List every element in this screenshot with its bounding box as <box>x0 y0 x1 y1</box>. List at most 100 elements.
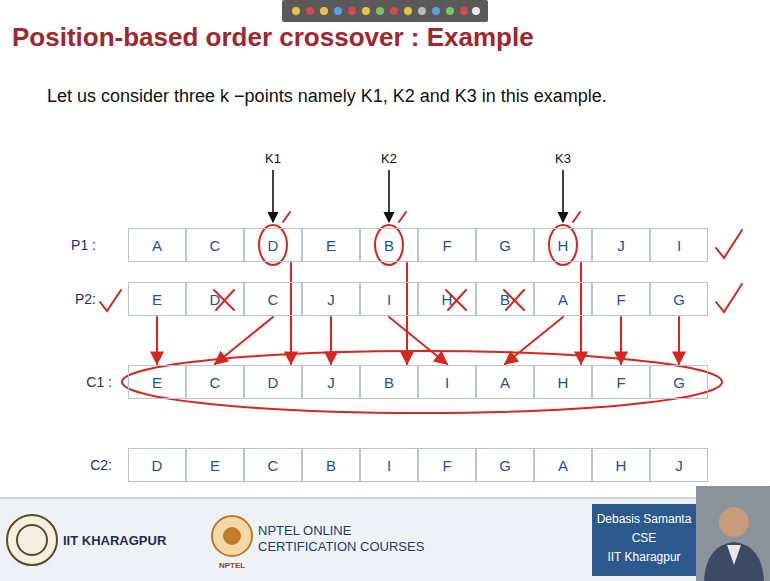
presenter-name: Debasis Samanta <box>597 512 692 526</box>
gene-cell: J <box>302 282 360 316</box>
gene-cell: G <box>650 365 708 399</box>
gene-cell: I <box>650 228 708 262</box>
gene-cell: F <box>592 282 650 316</box>
hand-arrow <box>678 317 680 364</box>
gene-cell: C <box>244 282 302 316</box>
gene-label: H <box>616 457 627 474</box>
gene-label: I <box>387 291 391 308</box>
gene-cell: D <box>128 448 186 482</box>
row-label: P1 : <box>71 237 96 253</box>
gene-label: J <box>327 374 335 391</box>
gene-cell: I <box>418 365 476 399</box>
presenter-dept: CSE <box>632 531 657 545</box>
gene-cell: A <box>534 282 592 316</box>
gene-cell: E <box>302 228 360 262</box>
gene-cell: I <box>360 448 418 482</box>
gene-label: B <box>326 457 336 474</box>
hand-arrow <box>156 317 158 364</box>
gene-label: G <box>499 237 511 254</box>
presenter-institute: IIT Kharagpur <box>607 550 680 564</box>
gene-label: I <box>445 374 449 391</box>
toolbar <box>282 0 488 22</box>
gene-label: G <box>673 374 685 391</box>
gene-cell: H <box>534 365 592 399</box>
hand-annotations <box>100 212 742 413</box>
gene-label: B <box>384 237 394 254</box>
gene-label: I <box>677 237 681 254</box>
gene-label: C <box>210 374 221 391</box>
gene-label: A <box>558 457 568 474</box>
gene-label: H <box>442 291 453 308</box>
footer-band <box>0 486 770 581</box>
gene-cell: F <box>418 228 476 262</box>
gene-label: E <box>152 374 162 391</box>
gene-cell: C <box>244 448 302 482</box>
row-label: P2: <box>75 291 96 307</box>
gene-label: A <box>500 374 510 391</box>
gene-cell: B <box>476 282 534 316</box>
gene-cell: H <box>592 448 650 482</box>
gene-label: C <box>268 457 279 474</box>
gene-cell: E <box>128 282 186 316</box>
k-point-label: K2 <box>381 151 397 166</box>
gene-label: F <box>616 374 625 391</box>
gene-cell: J <box>302 365 360 399</box>
gene-cell: C <box>186 228 244 262</box>
gene-cell: D <box>244 365 302 399</box>
hand-arrow <box>505 317 563 364</box>
gene-cell: J <box>592 228 650 262</box>
gene-label: D <box>152 457 163 474</box>
gene-label: G <box>673 291 685 308</box>
gene-cell: F <box>418 448 476 482</box>
gene-label: J <box>617 237 625 254</box>
row-label: C2: <box>90 457 112 473</box>
gene-label: F <box>442 457 451 474</box>
gene-label: J <box>327 291 335 308</box>
gene-label: F <box>616 291 625 308</box>
k-point-label: K3 <box>555 151 571 166</box>
gene-label: C <box>268 291 279 308</box>
gene-label: G <box>499 457 511 474</box>
intro-text: Let us consider three k −points namely K… <box>47 86 607 107</box>
gene-label: J <box>675 457 683 474</box>
hand-arrow <box>290 263 292 364</box>
hand-arrow <box>215 317 273 364</box>
gene-cell: A <box>476 365 534 399</box>
gene-cell: E <box>128 365 186 399</box>
gene-label: E <box>152 291 162 308</box>
logo-text: NPTEL <box>219 561 245 570</box>
gene-label: D <box>210 291 221 308</box>
gene-cell: F <box>592 365 650 399</box>
k-point-arrows <box>273 170 563 222</box>
gene-cell: G <box>650 282 708 316</box>
gene-label: E <box>210 457 220 474</box>
gene-cell: B <box>302 448 360 482</box>
gene-label: F <box>442 237 451 254</box>
gene-label: H <box>558 237 569 254</box>
gene-label: H <box>558 374 569 391</box>
gene-label: B <box>384 374 394 391</box>
gene-cell: E <box>186 448 244 482</box>
gene-cell: G <box>476 228 534 262</box>
gene-cell: A <box>534 448 592 482</box>
hand-arrow <box>580 263 582 364</box>
gene-cell: B <box>360 365 418 399</box>
hand-arrow <box>406 263 408 364</box>
gene-label: D <box>268 237 279 254</box>
k-point-label: K1 <box>265 151 281 166</box>
gene-cell: G <box>476 448 534 482</box>
gene-label: E <box>326 237 336 254</box>
gene-cell: J <box>650 448 708 482</box>
gene-label: C <box>210 237 221 254</box>
hand-arrow <box>389 317 447 364</box>
gene-cell: A <box>128 228 186 262</box>
gene-label: B <box>500 291 510 308</box>
gene-cell: C <box>186 365 244 399</box>
gene-cell: H <box>418 282 476 316</box>
row-label: C1 : <box>86 374 112 390</box>
course-banner: NPTEL ONLINE CERTIFICATION COURSES <box>258 523 428 556</box>
gene-cell: D <box>186 282 244 316</box>
gene-label: A <box>558 291 568 308</box>
slide-title: Position-based order crossover : Example <box>12 22 534 53</box>
institute-name: IIT KHARAGPUR <box>63 533 166 548</box>
